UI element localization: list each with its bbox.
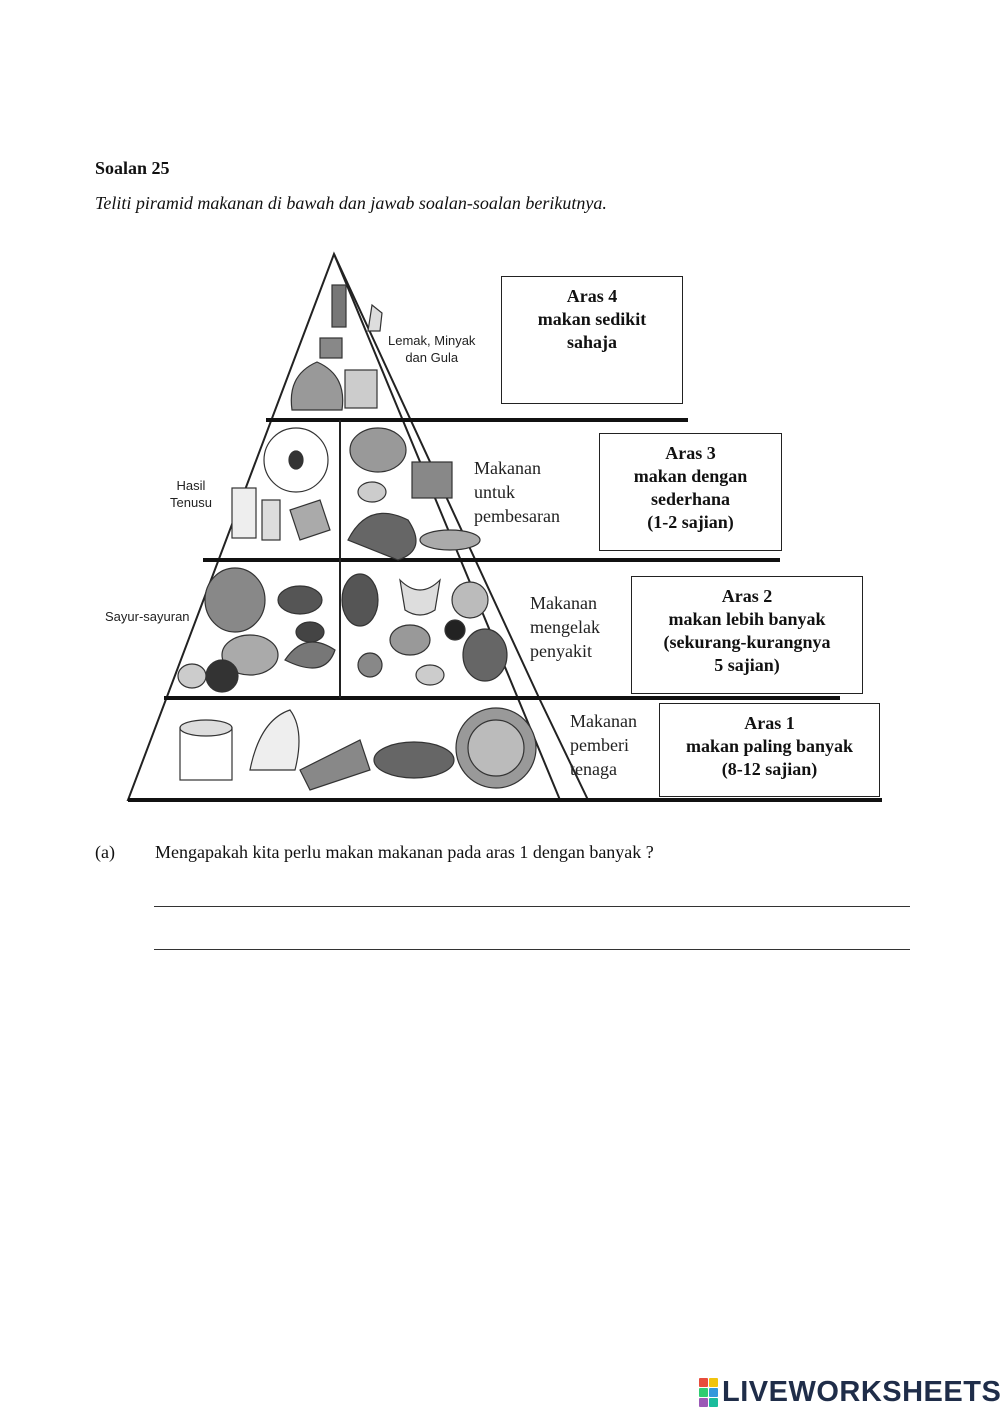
onion-drawing xyxy=(205,659,239,693)
liveworksheets-logo: LIVEWORKSHEETS xyxy=(699,1376,1000,1408)
cherry-drawing xyxy=(444,619,466,641)
part-a-label: (a) xyxy=(95,842,115,862)
box-level3: Aras 3 makan dengan sederhana (1-2 sajia… xyxy=(599,433,782,551)
box-level4: Aras 4 makan sedikit sahaja xyxy=(501,276,683,404)
brand-name: LIVEWORKSHEETS xyxy=(722,1375,1000,1408)
milk-bottle-drawing xyxy=(261,499,281,541)
watermelon-drawing xyxy=(462,628,508,682)
banana-drawing xyxy=(399,578,441,616)
box-level1: Aras 1 makan paling banyak (8-12 sajian) xyxy=(659,703,880,797)
dessert-drawing xyxy=(319,337,343,359)
cheese-drawing xyxy=(289,499,331,541)
desc-level1: Makanan pemberi tenaga xyxy=(570,711,637,779)
meat-drawing xyxy=(411,461,453,499)
crackers-drawing xyxy=(299,739,371,791)
chicken-drawing xyxy=(347,512,417,561)
box-level2: Aras 2 makan lebih banyak (sekurang-kura… xyxy=(631,576,863,694)
egg-drawing xyxy=(288,450,304,470)
jelly-mould-drawing xyxy=(290,361,344,411)
question-instruction: Teliti piramid makanan di bawah dan jawa… xyxy=(95,193,607,213)
label-dairy: Hasil Tenusu xyxy=(170,478,212,510)
part-a-question: Mengapakah kita perlu makan makanan pada… xyxy=(155,842,654,862)
logo-blocks-icon xyxy=(699,1377,718,1407)
cucumber-drawing xyxy=(277,585,323,615)
desc-level3: Makanan untuk pembesaran xyxy=(474,458,560,526)
answer-line-1[interactable] xyxy=(154,906,910,907)
fish-drawing xyxy=(349,427,407,473)
noodles-drawing xyxy=(373,741,455,779)
cabbage-drawing xyxy=(204,567,266,633)
bread-drawing xyxy=(249,709,300,771)
label-fats-sugar: Lemak, Minyak dan Gula xyxy=(388,333,476,365)
cake-drawing xyxy=(344,369,378,409)
answer-line-2[interactable] xyxy=(154,949,910,950)
food-pyramid-illustration xyxy=(126,251,882,802)
bottle-drawing xyxy=(331,284,347,328)
question-title: Soalan 25 xyxy=(95,158,170,178)
fruit-drawing xyxy=(341,573,379,627)
label-vegetables: Sayur-sayuran xyxy=(105,609,190,624)
food-drawings xyxy=(177,284,537,791)
desc-level2: Makanan mengelak penyakit xyxy=(530,593,600,661)
glass-drawing xyxy=(367,303,383,332)
milk-jug-drawing xyxy=(231,487,257,539)
